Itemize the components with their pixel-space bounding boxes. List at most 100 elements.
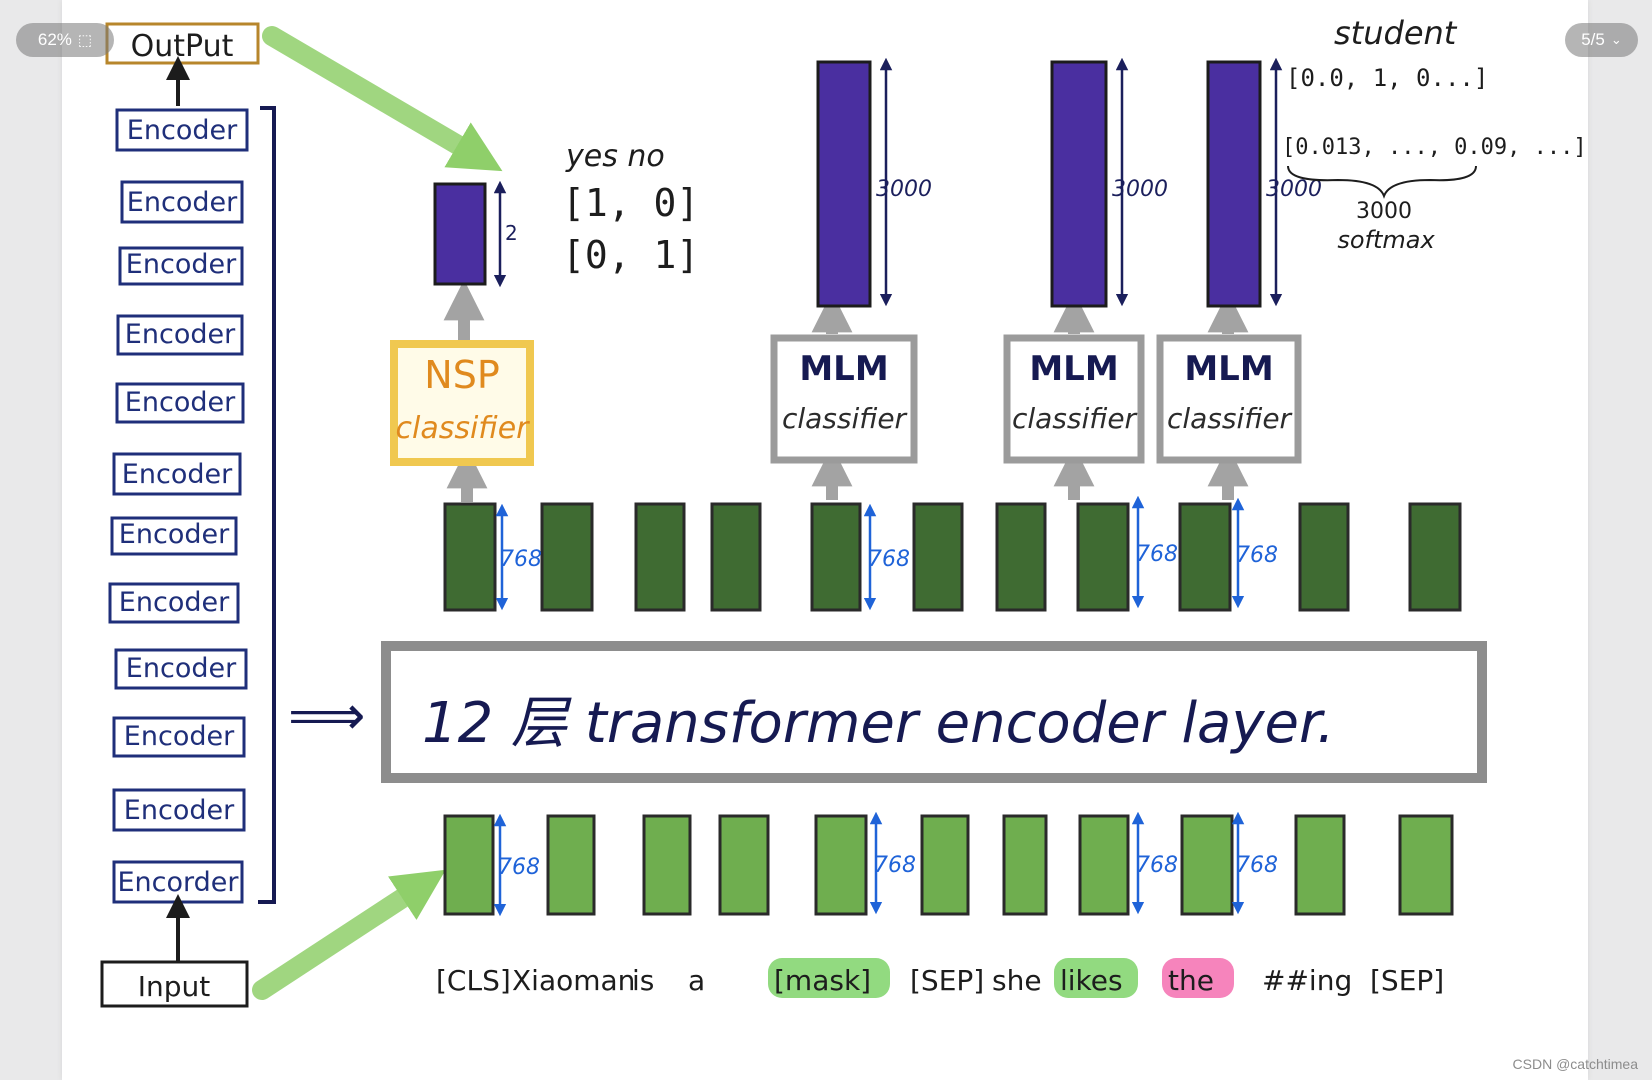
encoder-label: Encoder [122,459,233,490]
dimension-label: 768 [874,853,916,878]
zoom-label: 62% [37,30,72,49]
encoder-stack: EncoderEncoderEncoderEncoderEncoderEncod… [108,108,249,904]
token: she [992,964,1042,997]
hidden-vector [810,502,862,612]
mlm-dim-label: 3000 [1112,177,1168,202]
encoder-box: Encoder [114,648,248,690]
dimension-note: 768 [1231,497,1278,609]
token-label: Xiaoman [512,964,635,997]
student-fn: softmax [1337,226,1435,254]
token-label: [mask] [774,964,871,997]
token-label: a [688,964,705,997]
mlm-subtitle: classifier [782,402,908,435]
stack-to-layer-arrow: ⟹ [288,684,365,747]
mlm-title: MLM [799,349,888,389]
encoder-label: Encoder [125,319,236,350]
input-pointer-arrow [252,869,446,1000]
dimension-note: 768 [495,503,542,611]
embedding-vector [920,814,970,916]
dimension-note: 768 [863,503,910,611]
bert-diagram: OutPut EncoderEncoderEncoderEncoderEncod… [100,14,1587,1008]
encoder-box: Encoder [115,108,249,152]
hidden-vector [1408,502,1462,612]
dimension-note: 768 [1131,495,1178,609]
mlm-classifier-box [1156,334,1302,464]
embedding-vector [1180,814,1234,916]
token-highlight [768,958,890,998]
encoder-label: Encoder [127,187,238,218]
hidden-vector [443,502,497,612]
mlm-head: MLM classifier 3000 [1003,57,1168,500]
token-label: [CLS] [436,964,511,997]
mlm-title: MLM [1029,349,1118,389]
hidden-vector [995,502,1047,612]
stack-bracket [258,106,276,904]
student-probs: [0.013, ..., 0.09, ...] [1282,135,1587,160]
encoder-box: Encoder [112,452,242,496]
embedding-vector [546,814,596,916]
student-title: student [1334,14,1458,52]
mlm-classifier-box [1003,334,1145,464]
nsp-output-vector [433,182,487,286]
encoder-label: Encorder [117,867,239,898]
output-pointer-arrow [262,26,503,172]
hidden-vector [540,502,594,612]
token: Xiaoman [512,964,635,997]
token-label: she [992,964,1042,997]
dimension-label: 768 [498,855,540,880]
mlm-title: MLM [1184,349,1273,389]
token-label: likes [1060,964,1123,997]
embedding-vector [718,814,770,916]
token-label: ##ing [1262,964,1352,997]
token-highlight [1054,958,1138,998]
encoder-label: Encoder [124,721,235,752]
watermark: CSDN @catchtimea [1512,1056,1638,1072]
student-onehot: [0.0, 1, 0...] [1286,64,1488,92]
output-label: OutPut [131,29,234,64]
token: [SEP] [910,964,984,997]
embedding-vector [1294,814,1346,916]
chevron-down-icon: ⌄ [1610,32,1622,47]
encoder-box: Encoder [118,246,244,286]
dimension-label: 768 [1236,543,1278,568]
nsp-dim-label: 2 [505,221,518,245]
mlm-subtitle: classifier [1167,402,1293,435]
transformer-label: 12 层 transformer encoder layer. [422,691,1335,756]
hidden-vector [710,502,762,612]
token-label: [SEP] [1370,964,1444,997]
encoder-label: Encoder [125,387,236,418]
mlm-subtitle: classifier [1012,402,1138,435]
dimension-label: 768 [1136,542,1178,567]
hidden-vector [634,502,686,612]
encoder-box: Encoder [116,314,244,356]
page-label: 5/5 [1581,30,1605,49]
embedding-vector [814,814,868,916]
embedding-vector [1078,814,1130,916]
token: the [1162,958,1234,998]
page-indicator[interactable]: 5/5 ⌄ [1565,23,1638,57]
encoder-box: Encoder [112,788,246,832]
token-label: [SEP] [910,964,984,997]
dimension-label: 768 [1236,853,1278,878]
encoder-box: Encorder [112,860,244,904]
dimension-label: 768 [1136,853,1178,878]
zoom-indicator[interactable]: 62% ⬚ [16,23,114,57]
output-box: OutPut [105,22,260,65]
hidden-state-vectors [443,502,1462,612]
token: likes [1054,958,1138,998]
hidden-vector [1076,502,1130,612]
input-box: Input [100,960,249,1008]
token: [SEP] [1370,964,1444,997]
encoder-label: Encoder [119,519,230,550]
embedding-vector [1002,814,1048,916]
token-label: the [1168,964,1214,997]
token: ##ing [1262,964,1352,997]
student-size: 3000 [1356,199,1412,224]
encoder-label: Encoder [119,587,230,618]
mlm-output-vector [1050,60,1108,308]
transformer-layer-box: 12 层 transformer encoder layer. [381,641,1487,783]
token-label: is [632,964,654,997]
